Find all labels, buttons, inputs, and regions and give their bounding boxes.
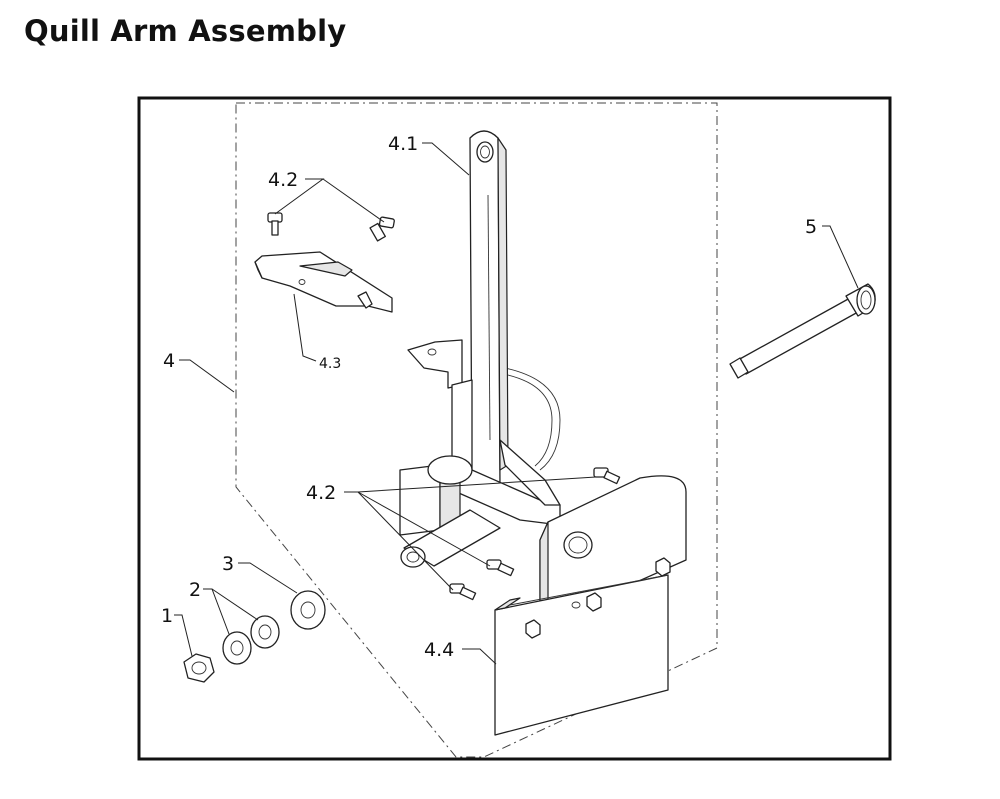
callout-4-1: 4.1 <box>388 133 418 155</box>
part-4-3-top-plate <box>254 251 393 313</box>
callout-4-2-top: 4.2 <box>268 169 298 191</box>
callout-5: 5 <box>805 216 817 238</box>
callout-1: 1 <box>161 605 173 627</box>
part-1-nut <box>183 653 215 683</box>
page-title: Quill Arm Assembly <box>24 14 347 48</box>
subassembly-boundary <box>235 102 718 758</box>
callout-4: 4 <box>163 350 175 372</box>
callout-3: 3 <box>222 553 234 575</box>
part-4-1-quill-arm <box>399 130 561 568</box>
callout-4-2-mid: 4.2 <box>306 482 336 504</box>
part-2-washers <box>222 615 280 665</box>
diagram-frame <box>137 96 892 761</box>
part-5-long-bolt <box>729 283 876 379</box>
callout-4-4: 4.4 <box>424 639 454 661</box>
callout-2: 2 <box>189 579 201 601</box>
part-3-washer <box>290 590 326 630</box>
bolts-4-2 <box>267 212 621 601</box>
callout-4-3: 4.3 <box>319 356 341 372</box>
part-4-4-plate <box>494 475 687 736</box>
leader-lines <box>174 142 859 665</box>
